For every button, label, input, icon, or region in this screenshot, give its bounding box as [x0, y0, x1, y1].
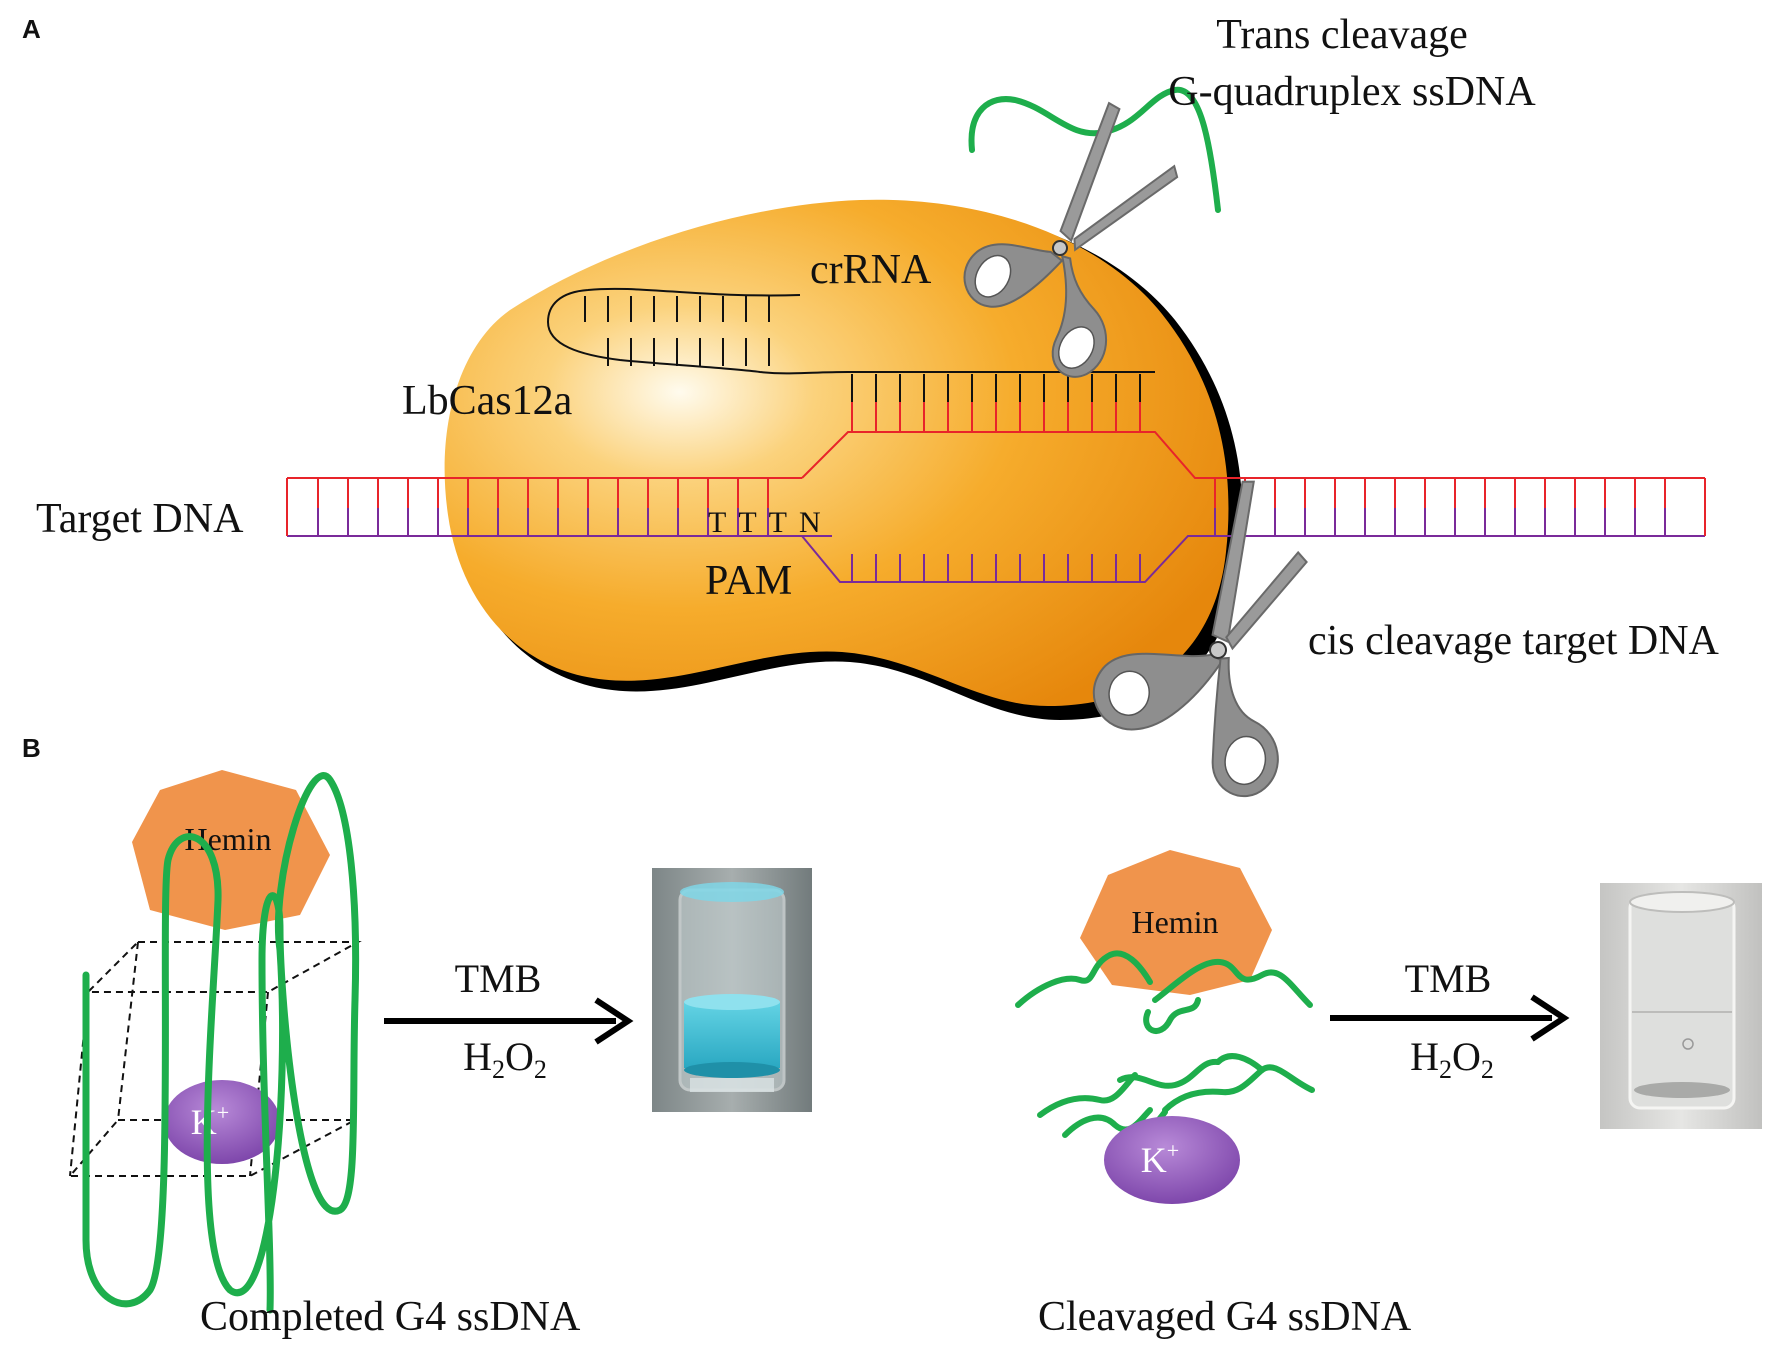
tmb-label-2: TMB	[1405, 956, 1492, 1001]
lbcas12a-label: LbCas12a	[402, 378, 573, 424]
tmb-label-1: TMB	[455, 956, 542, 1001]
dna-basepairs-nontarget	[851, 554, 1141, 582]
vial-blue-photo	[652, 868, 812, 1112]
potassium-ion	[164, 1080, 280, 1164]
dna-basepairs-left	[317, 478, 769, 536]
panel-label-b: B	[22, 733, 41, 763]
crrna-ticks-top	[584, 296, 770, 322]
crrna-ticks-bottom	[607, 338, 770, 366]
h2o2-label-2: H2O2	[1410, 1034, 1494, 1084]
target-dna-label: Target DNA	[36, 496, 244, 542]
scissors-icon	[963, 101, 1179, 378]
completed-g4-structure: Hemin K+	[67, 770, 362, 1314]
reaction-arrow-1-head	[594, 997, 634, 1045]
dna-purple-strand-bubble	[801, 535, 1705, 583]
g-quartet-plane-top	[85, 941, 362, 993]
target-dna	[286, 374, 1706, 583]
potassium-ion-2	[1104, 1116, 1240, 1204]
lbcas12a-protein	[444, 199, 1229, 706]
trans-cleavage-label: Trans cleavage	[1216, 12, 1468, 58]
crrna-label: crRNA	[810, 247, 932, 293]
h2o2-label-1: H2O2	[463, 1034, 547, 1084]
scissors-icon	[1092, 480, 1308, 798]
g-quadruplex-ssdna-label: G-quadruplex ssDNA	[1168, 69, 1536, 115]
crrna-strand	[546, 287, 1155, 375]
panel-label-a: A	[22, 14, 41, 44]
cis-cleavage-label: cis cleavage target DNA	[1308, 618, 1720, 664]
vial-clear-photo	[1600, 883, 1762, 1129]
panel-a: Trans cleavage G-quadruplex ssDNA crRNA …	[36, 12, 1720, 798]
plane-edge	[117, 941, 139, 1121]
pam-sequence-label: TTTN	[708, 506, 833, 539]
potassium-label-2: K+	[1141, 1138, 1179, 1180]
cleaved-ssdna-fragments	[1015, 950, 1315, 1141]
hemin-label-2: Hemin	[1131, 904, 1218, 940]
potassium-label: K+	[191, 1100, 229, 1142]
cleaved-g4-structure: Hemin K+	[1015, 850, 1315, 1204]
pam-label: PAM	[705, 558, 792, 604]
reaction-arrow-2-head	[1530, 994, 1570, 1042]
dna-basepairs-right	[1214, 478, 1666, 536]
panel-b: Hemin K+ TMB H2O2	[67, 770, 1762, 1340]
cleaved-g4-caption: Cleavaged G4 ssDNA	[1038, 1294, 1412, 1340]
g4-ssdna-strand	[82, 772, 360, 1314]
completed-g4-caption: Completed G4 ssDNA	[200, 1294, 581, 1340]
crrna-hairpin	[546, 287, 1155, 375]
dna-basepairs-crrna	[851, 374, 1141, 432]
